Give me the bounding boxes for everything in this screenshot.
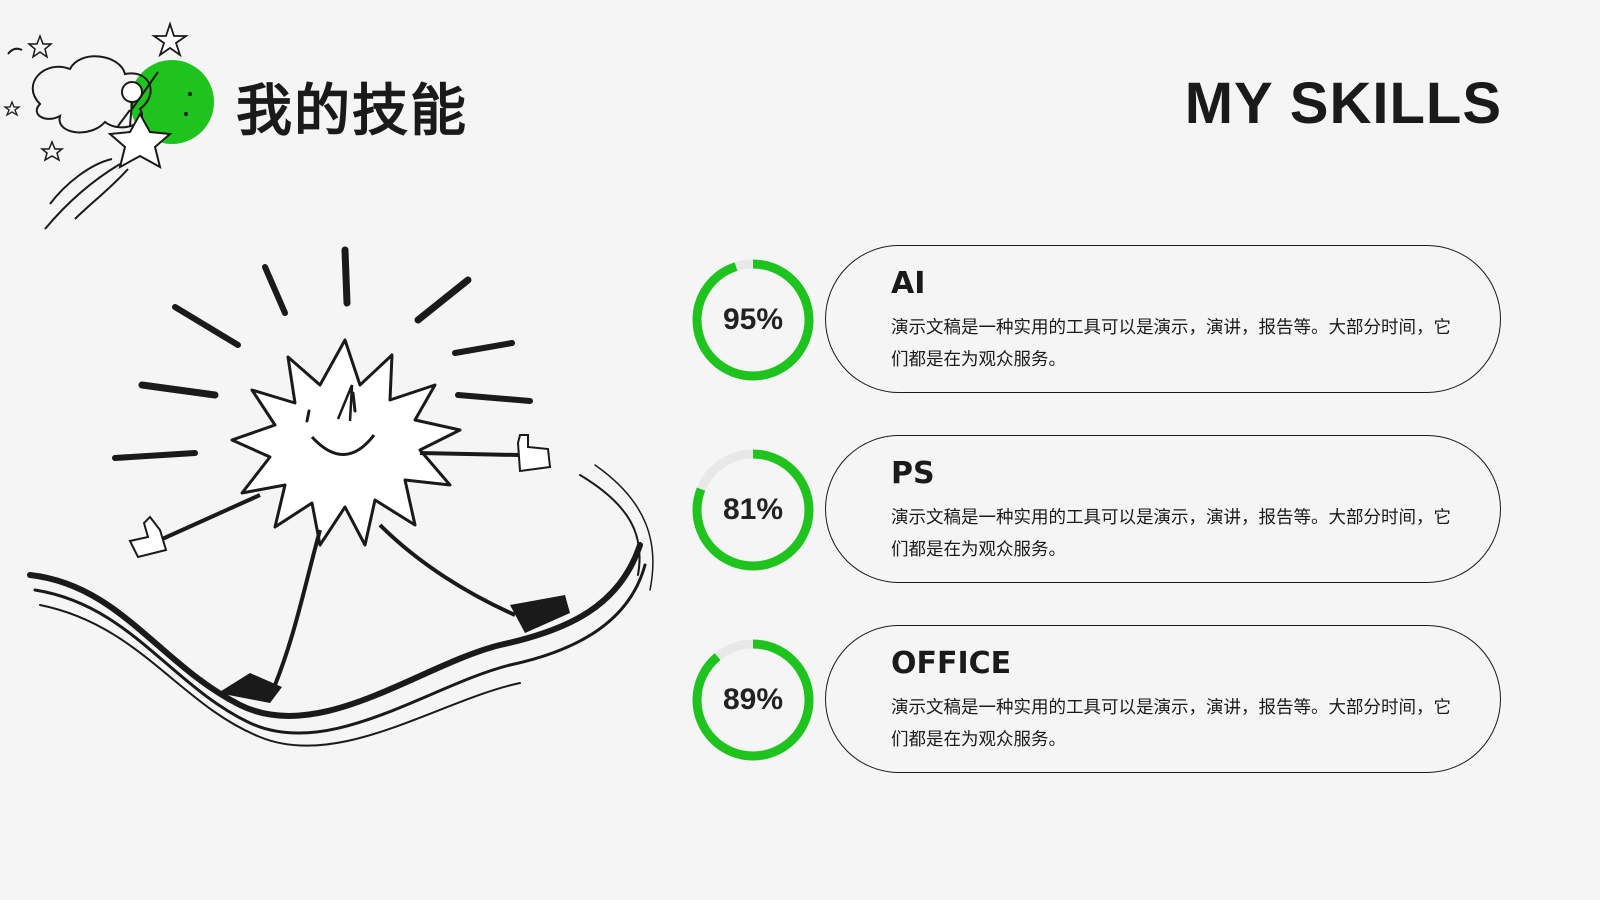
- progress-ring-arc: [692, 449, 814, 571]
- skill-name: AI: [891, 266, 926, 301]
- skill-description: 演示文稿是一种实用的工具可以是演示，演讲，报告等。大部分时间，它们都是在为观众服…: [891, 318, 1451, 370]
- progress-ring-arc: [692, 639, 814, 761]
- page-title-english: MY SKILLS: [1184, 71, 1502, 136]
- skill-card: PS 演示文稿是一种实用的工具可以是演示，演讲，报告等。大部分时间，它们都是在为…: [825, 435, 1501, 583]
- skill-item-ps: 81% PS 演示文稿是一种实用的工具可以是演示，演讲，报告等。大部分时间，它们…: [690, 435, 1510, 585]
- progress-ring: 95%: [690, 257, 816, 383]
- skill-description: 演示文稿是一种实用的工具可以是演示，演讲，报告等。大部分时间，它们都是在为观众服…: [891, 508, 1451, 560]
- skill-name: OFFICE: [891, 646, 1012, 681]
- progress-ring-arc: [692, 259, 814, 381]
- skill-item-office: 89% OFFICE 演示文稿是一种实用的工具可以是演示，演讲，报告等。大部分时…: [690, 625, 1510, 775]
- progress-ring: 89%: [690, 637, 816, 763]
- skills-list: 95% AI 演示文稿是一种实用的工具可以是演示，演讲，报告等。大部分时间，它们…: [690, 245, 1510, 815]
- progress-percent: 81%: [722, 493, 784, 526]
- progress-percent: 89%: [722, 683, 784, 716]
- astronaut-riding-star-icon: [0, 14, 230, 234]
- progress-ring: 81%: [690, 447, 816, 573]
- skill-item-ai: 95% AI 演示文稿是一种实用的工具可以是演示，演讲，报告等。大部分时间，它们…: [690, 245, 1510, 395]
- skill-card: OFFICE 演示文稿是一种实用的工具可以是演示，演讲，报告等。大部分时间，它们…: [825, 625, 1501, 773]
- progress-percent: 95%: [722, 303, 784, 336]
- smiling-star-character-icon: [20, 245, 670, 785]
- skill-name: PS: [891, 456, 935, 491]
- skill-card: AI 演示文稿是一种实用的工具可以是演示，演讲，报告等。大部分时间，它们都是在为…: [825, 245, 1501, 393]
- page-title: 我的技能: [236, 79, 468, 144]
- skill-description: 演示文稿是一种实用的工具可以是演示，演讲，报告等。大部分时间，它们都是在为观众服…: [891, 698, 1451, 750]
